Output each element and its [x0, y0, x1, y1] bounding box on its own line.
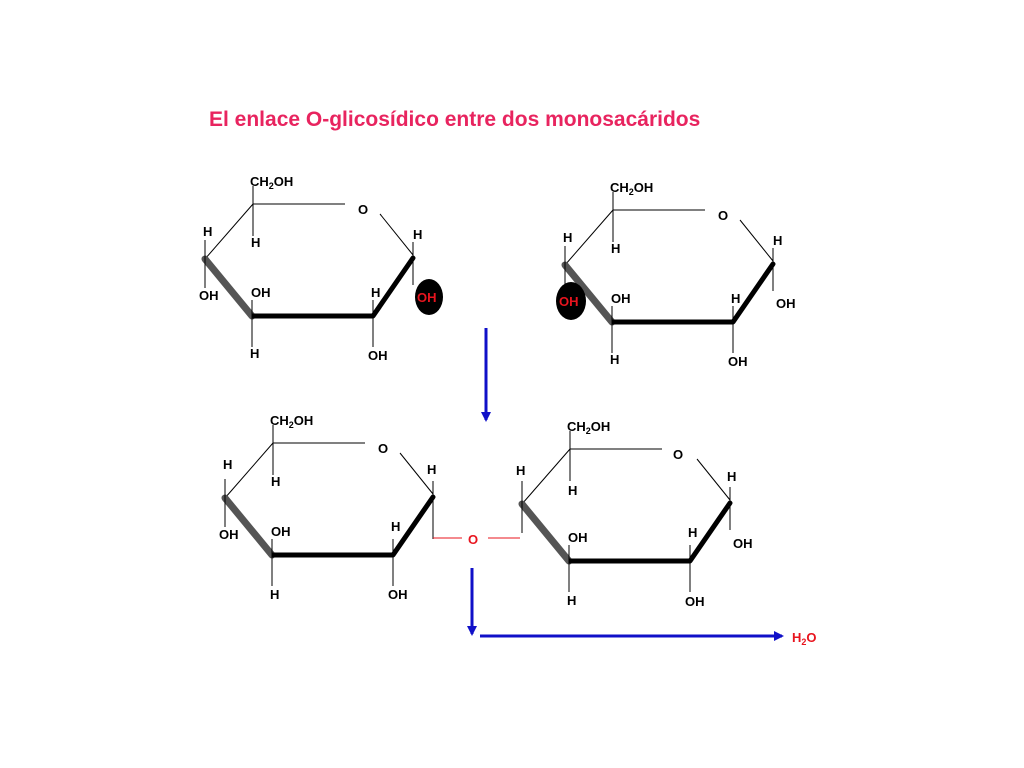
c4-oh-label: OH [219, 527, 239, 542]
sugar-top-right: CH2OH O H H OH OH H H OH H OH [556, 180, 796, 369]
c4-h-label: H [516, 463, 525, 478]
c4-oh-highlighted-label: OH [559, 294, 579, 309]
c2-oh-label: OH [728, 354, 748, 369]
c5-h-label: H [611, 241, 620, 256]
c2-h-label: H [731, 291, 740, 306]
c3-h-label: H [610, 352, 619, 367]
ch2oh-label: CH2OH [610, 180, 653, 197]
c2-h-label: H [371, 285, 380, 300]
c2-oh-label: OH [685, 594, 705, 609]
c1-oh-label: OH [733, 536, 753, 551]
c2-h-label: H [688, 525, 697, 540]
c1-h-label: H [413, 227, 422, 242]
ring-bonds [221, 442, 436, 559]
substituent-bonds [564, 192, 774, 353]
glycosidic-oxygen-label: O [468, 532, 478, 547]
c1-h-label: H [727, 469, 736, 484]
sugar-bottom-left: CH2OH O H H OH OH H H OH H [219, 413, 436, 602]
c3-oh-label: OH [611, 291, 631, 306]
c3-oh-label: OH [271, 524, 291, 539]
glycosidic-bond: O [433, 532, 520, 547]
c2-oh-label: OH [368, 348, 388, 363]
c3-h-label: H [270, 587, 279, 602]
c3-h-label: H [567, 593, 576, 608]
c1-oh-label: OH [776, 296, 796, 311]
water-label: H2O [792, 630, 817, 647]
c2-h-label: H [391, 519, 400, 534]
sugar-top-left: CH2OH O H H OH OH H H OH H OH [199, 174, 443, 363]
c1-oh-highlighted-label: OH [417, 290, 437, 305]
c4-h-label: H [223, 457, 232, 472]
reaction-arrows [467, 328, 784, 641]
diagram-title: El enlace O-glicosídico entre dos monosa… [209, 108, 701, 131]
substituent-bonds [521, 431, 731, 592]
sugar-bottom-right: CH2OH O H H OH H H OH H OH [516, 419, 753, 609]
substituent-bonds [224, 425, 434, 586]
c4-h-label: H [203, 224, 212, 239]
ring-bonds [518, 448, 733, 565]
c3-oh-label: OH [251, 285, 271, 300]
c4-oh-label: OH [199, 288, 219, 303]
c3-oh-label: OH [568, 530, 588, 545]
c1-h-label: H [773, 233, 782, 248]
c5-h-label: H [568, 483, 577, 498]
c4-h-label: H [563, 230, 572, 245]
ring-oxygen-label: O [673, 447, 683, 462]
ring-bonds [561, 209, 776, 326]
ring-oxygen-label: O [718, 208, 728, 223]
ch2oh-label: CH2OH [270, 413, 313, 430]
c5-h-label: H [271, 474, 280, 489]
ring-bonds [201, 203, 416, 320]
c2-oh-label: OH [388, 587, 408, 602]
ch2oh-label: CH2OH [567, 419, 610, 436]
ring-oxygen-label: O [358, 202, 368, 217]
highlight-blob [415, 279, 443, 315]
ring-oxygen-label: O [378, 441, 388, 456]
substituent-bonds [204, 186, 414, 347]
c1-h-label: H [427, 462, 436, 477]
ch2oh-label: CH2OH [250, 174, 293, 191]
c3-h-label: H [250, 346, 259, 361]
highlight-blob [556, 282, 586, 320]
c5-h-label: H [251, 235, 260, 250]
